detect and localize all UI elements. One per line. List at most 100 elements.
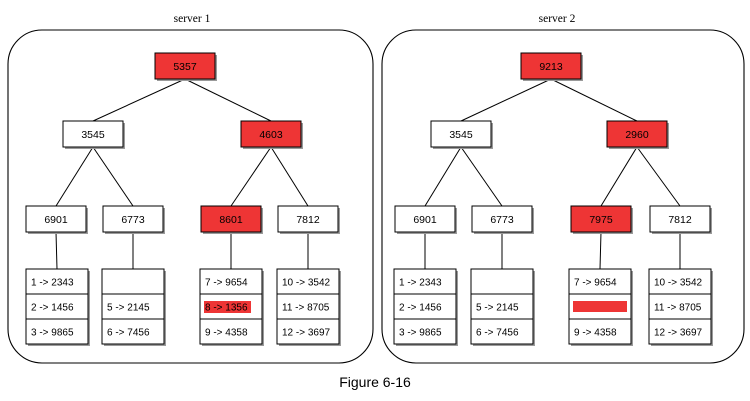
leaf-entry: 9 -> 4358 <box>205 328 248 339</box>
leaf-entry: 6 -> 7456 <box>107 328 150 339</box>
tree-edge <box>600 146 638 207</box>
level2-hash-node: 7812 <box>277 205 340 234</box>
leaf-entry: 12 -> 3697 <box>654 328 703 339</box>
level1-hash-node: 3545 <box>62 120 125 149</box>
leaf-block: 10 -> 3542 11 -> 8705 12 -> 3697 <box>648 268 713 346</box>
leaf-entry: 6 -> 7456 <box>476 328 519 339</box>
node-box <box>25 205 87 233</box>
leaf-entry: 2 -> 1456 <box>31 303 74 314</box>
node-hash-label: 6901 <box>413 214 437 226</box>
node-box <box>430 120 492 148</box>
leaf-box <box>648 268 712 345</box>
node-box <box>570 205 632 233</box>
node-box <box>606 120 668 148</box>
server-panel-border <box>381 29 745 364</box>
node-hash-label: 6773 <box>121 214 145 226</box>
leaf-entry: 1 -> 2343 <box>399 278 442 289</box>
tree-edge <box>230 146 272 207</box>
leaf-box <box>470 268 534 345</box>
leaf-entry: 3 -> 9865 <box>399 328 442 339</box>
level2-hash-node: 6773 <box>471 205 534 234</box>
leaf-block: 7 -> 9654 8 -> 1356 9 -> 4358 <box>199 268 264 346</box>
leaf-block: 1 -> 2343 2 -> 1456 3 -> 9865 <box>25 268 90 346</box>
node-box <box>649 205 711 233</box>
level1-hash-node: 4603 <box>240 120 303 149</box>
server-1-panel: server 1 5357 3545 4603 6901 6773 8601 7812 1 ->… <box>7 13 374 364</box>
level2-hash-node: 6901 <box>25 205 88 234</box>
tree-edge <box>636 146 681 207</box>
node-hash-label: 7812 <box>668 214 692 226</box>
leaf-entry: 11 -> 8705 <box>282 303 330 314</box>
tree-edge <box>460 78 552 122</box>
node-hash-label: 9213 <box>539 61 563 73</box>
node-box <box>471 205 533 233</box>
leaf-entry: 5 -> 2145 <box>476 303 519 314</box>
tree-edge <box>424 146 462 207</box>
leaf-entry: 12 -> 3697 <box>282 328 331 339</box>
leaf-entry: 10 -> 3542 <box>654 278 703 289</box>
level2-hash-node: 8601 <box>200 205 263 234</box>
tree-edge <box>92 146 134 207</box>
node-box <box>102 205 164 233</box>
root-hash-node: 5357 <box>154 52 217 81</box>
node-box <box>200 205 262 233</box>
level1-hash-node: 2960 <box>606 120 669 149</box>
tree-edge <box>92 78 186 122</box>
leaf-entry: 11 -> 8705 <box>654 303 702 314</box>
leaf-entry: 8 -> 1356 <box>205 303 248 314</box>
node-box <box>62 120 124 148</box>
tree-edge <box>550 78 638 122</box>
level2-hash-node: 7812 <box>649 205 712 234</box>
node-hash-label: 3545 <box>449 129 473 141</box>
leaf-block: 7 -> 9654 9 -> 4358 <box>568 268 633 346</box>
figure-caption: Figure 6-16 <box>339 374 411 390</box>
node-hash-label: 7812 <box>296 214 320 226</box>
leaf-block: 1 -> 2343 2 -> 1456 3 -> 9865 <box>393 268 458 346</box>
node-hash-label: 2960 <box>625 129 649 141</box>
node-hash-label: 7975 <box>589 214 613 226</box>
node-box <box>394 205 456 233</box>
server-panel-border <box>7 29 374 364</box>
node-hash-label: 4603 <box>259 129 283 141</box>
leaf-box <box>25 268 89 345</box>
tree-edge <box>270 146 309 207</box>
tree-edge <box>55 231 58 270</box>
leaf-entry: 2 -> 1456 <box>399 303 442 314</box>
leaf-block: 10 -> 3542 11 -> 8705 12 -> 3697 <box>276 268 341 346</box>
entry-highlight <box>204 301 251 313</box>
leaf-block: 5 -> 2145 6 -> 7456 <box>101 268 166 346</box>
leaf-entry: 9 -> 4358 <box>574 328 617 339</box>
redacted-entry-bar <box>573 301 627 312</box>
leaf-block: 5 -> 2145 6 -> 7456 <box>470 268 535 346</box>
leaf-box <box>393 268 457 345</box>
leaf-entry: 3 -> 9865 <box>31 328 74 339</box>
level2-hash-node: 6773 <box>102 205 165 234</box>
leaf-entry: 7 -> 9654 <box>205 278 248 289</box>
node-box <box>240 120 302 148</box>
server-2-panel: server 2 9213 3545 2960 6901 6773 7975 7812 1 ->… <box>381 13 745 364</box>
level2-hash-node: 7975 <box>570 205 633 234</box>
tree-edge <box>460 146 503 207</box>
node-hash-label: 8601 <box>219 214 243 226</box>
server-title: server 1 <box>174 13 211 25</box>
server-title: server 2 <box>539 13 576 25</box>
leaf-entry: 1 -> 2343 <box>31 278 74 289</box>
tree-edge <box>184 78 272 122</box>
node-hash-label: 5357 <box>173 61 197 73</box>
level1-hash-node: 3545 <box>430 120 493 149</box>
leaf-box <box>276 268 340 345</box>
leaf-entry: 5 -> 2145 <box>107 303 150 314</box>
leaf-entry: 10 -> 3542 <box>282 278 331 289</box>
node-hash-label: 6773 <box>490 214 514 226</box>
tree-edge <box>599 231 602 270</box>
node-box <box>277 205 339 233</box>
leaf-box <box>101 268 165 345</box>
root-hash-node: 9213 <box>520 52 583 81</box>
node-box <box>520 52 582 80</box>
node-box <box>154 52 216 80</box>
leaf-entry: 7 -> 9654 <box>574 278 617 289</box>
tree-edge <box>55 146 94 207</box>
node-hash-label: 6901 <box>44 214 68 226</box>
node-hash-label: 3545 <box>81 129 105 141</box>
